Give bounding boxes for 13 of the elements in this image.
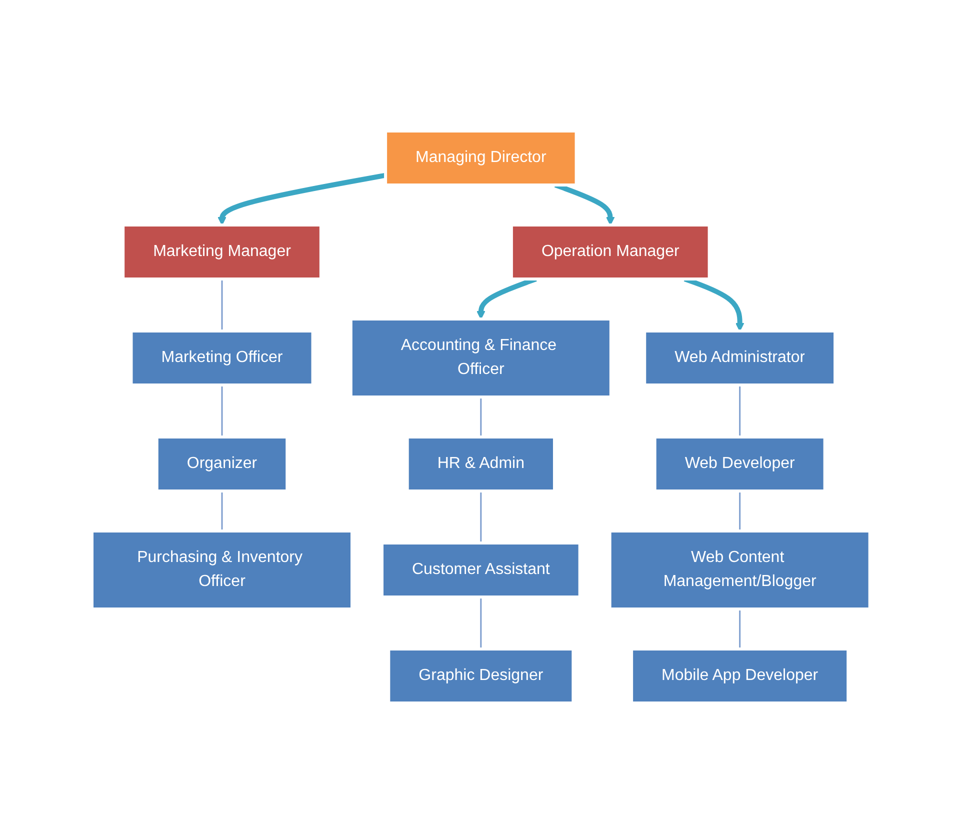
- connector: [738, 385, 740, 437]
- node-box: Operation Manager: [510, 224, 710, 280]
- arrow: [217, 172, 386, 226]
- connector: [480, 491, 482, 543]
- connector: [220, 491, 222, 531]
- connector: [220, 385, 222, 437]
- connector: [220, 279, 222, 331]
- node-box: Managing Director: [384, 130, 578, 186]
- connector: [480, 597, 482, 649]
- connector: [480, 397, 482, 437]
- node-box: Accounting & Finance Officer: [349, 318, 612, 398]
- connector: [738, 609, 740, 649]
- connector: [738, 491, 740, 531]
